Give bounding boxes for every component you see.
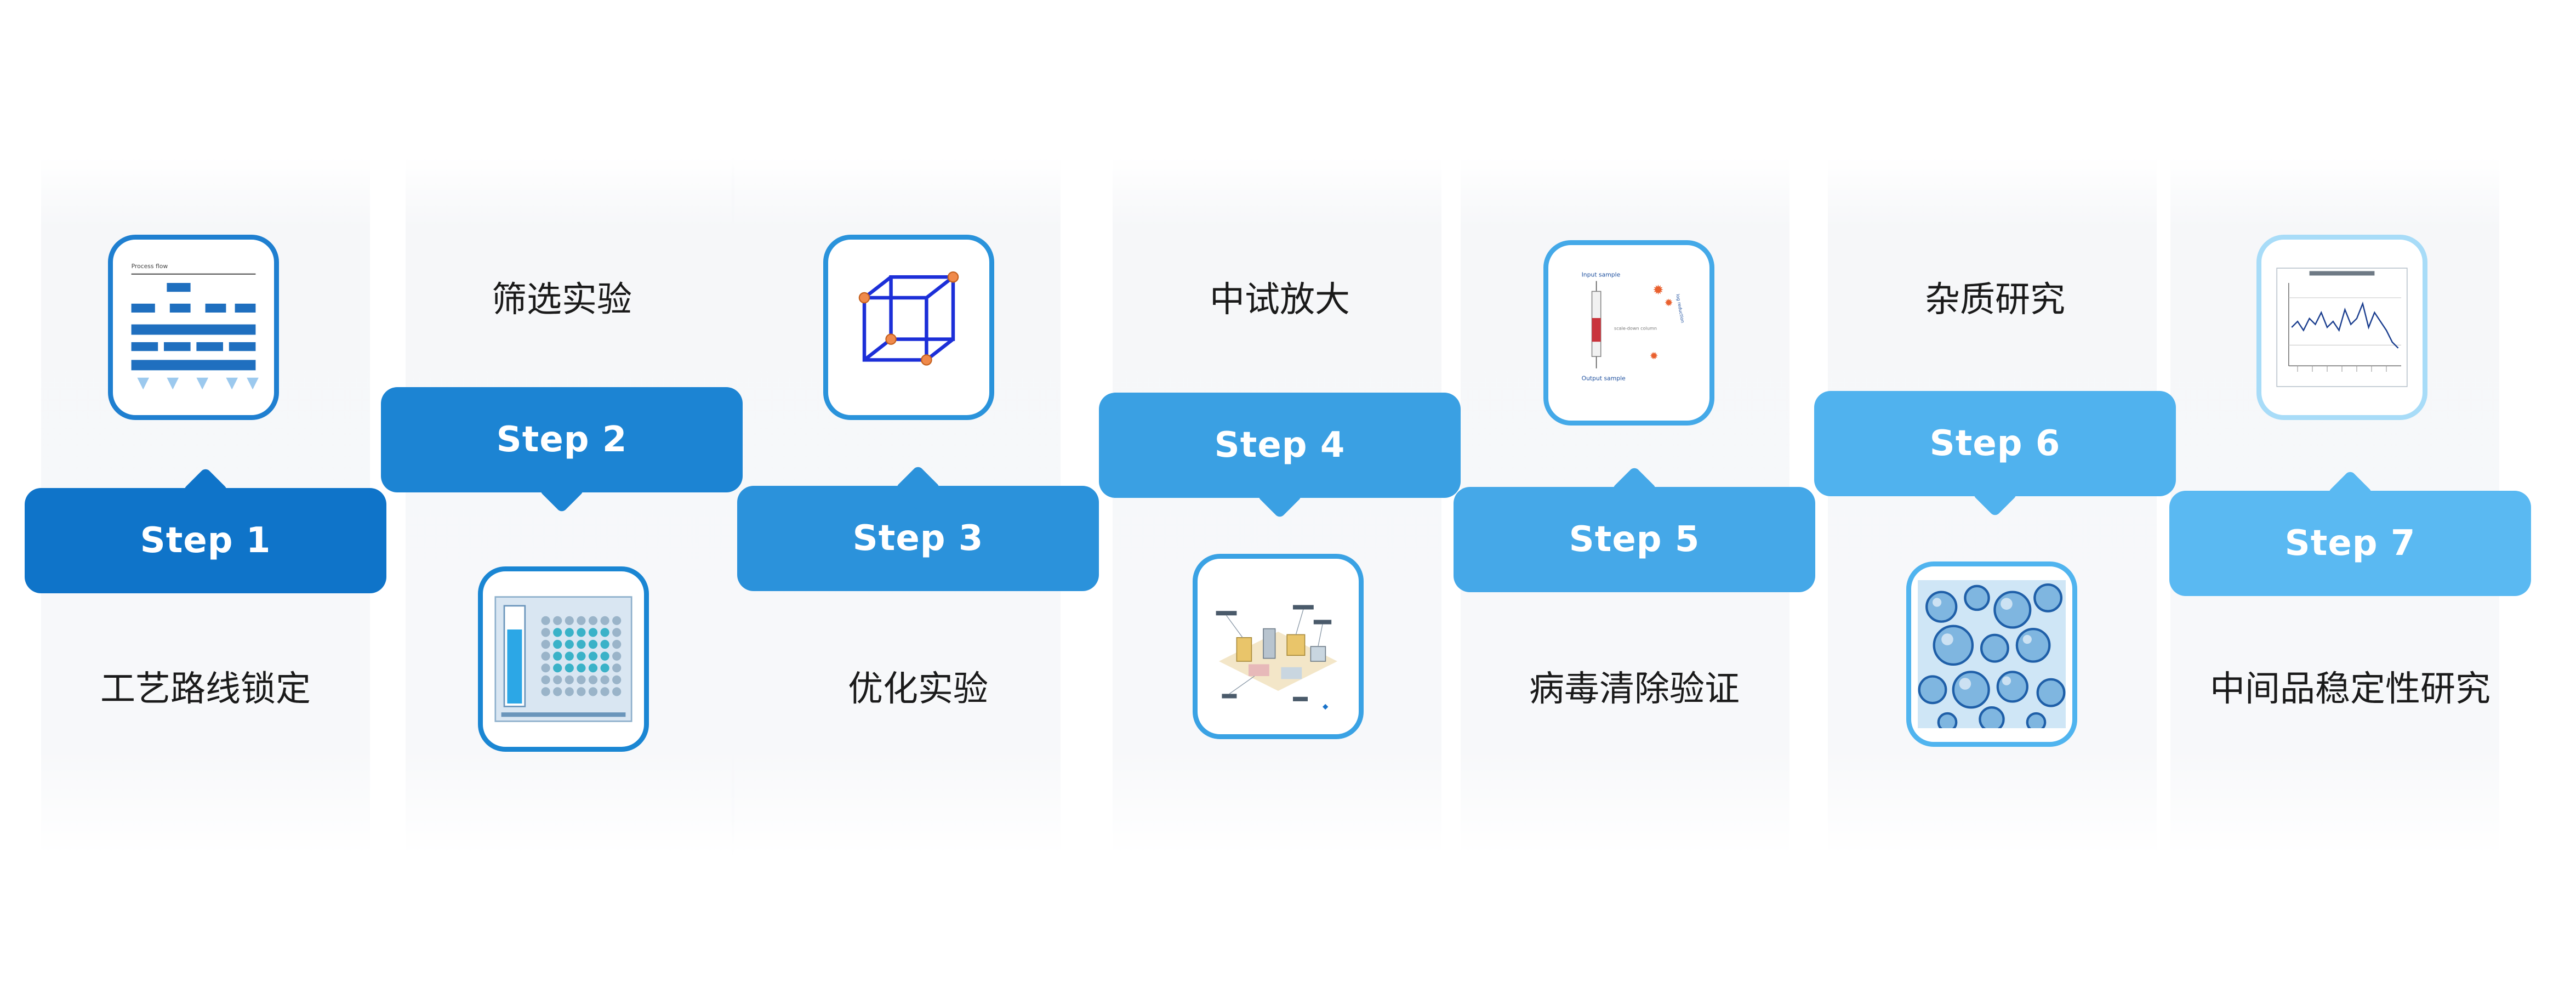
cube-design-icon: [858, 271, 959, 366]
step-7-label: Step 7: [2284, 523, 2416, 564]
step-6-title: 杂质研究: [1925, 280, 2065, 320]
step-4-banner: Step 4: [1099, 393, 1461, 519]
svg-text:✹: ✹: [1650, 350, 1659, 362]
step-2-label: Step 2: [496, 419, 628, 460]
step-1-banner: Step 1: [25, 467, 386, 593]
step-3-image: [823, 235, 994, 420]
step-7-title: 中间品稳定性研究: [2210, 669, 2490, 710]
step-6-banner: Step 6: [1814, 391, 2176, 518]
step-7-image: [2256, 235, 2427, 420]
step-5-banner: Step 5: [1454, 466, 1815, 592]
plate-screen-icon: [494, 596, 632, 722]
step5-scale-text: scale-down column: [1614, 326, 1657, 331]
step5-input-text: Input sample: [1582, 271, 1621, 278]
step-6-label: Step 6: [1929, 423, 2061, 464]
process-flow-icon: Process flow: [131, 263, 259, 390]
step-3-title: 优化实验: [848, 669, 988, 710]
step1-header-text: Process flow: [132, 263, 168, 270]
step-2-image: [478, 566, 649, 752]
step-5-image: Input sample Output sample scale-down co…: [1543, 240, 1714, 426]
svg-text:✹: ✹: [1665, 297, 1673, 309]
step-2-banner: Step 2: [381, 387, 743, 514]
virus-clearance-icon: Input sample Output sample scale-down co…: [1582, 271, 1686, 382]
stability-chart-icon: [2276, 268, 2408, 387]
step-4-image: ◆: [1193, 554, 1364, 739]
step5-output-text: Output sample: [1582, 375, 1626, 382]
step-5-title: 病毒清除验证: [1529, 669, 1740, 710]
step-1-label: Step 1: [140, 520, 271, 561]
step-5-label: Step 5: [1569, 519, 1700, 560]
pilot-plant-icon: ◆: [1216, 605, 1337, 711]
impurity-icon: [1918, 580, 2066, 728]
step-3-label: Step 3: [852, 518, 984, 559]
step-7-banner: Step 7: [2169, 469, 2531, 596]
step5-log-text: log reduction: [1675, 293, 1685, 323]
step-3-banner: Step 3: [737, 464, 1099, 591]
step-2-title: 筛选实验: [492, 280, 632, 320]
step-1-image: Process flow: [108, 235, 279, 420]
step-1-title: 工艺路线锁定: [100, 669, 311, 710]
step-4-title: 中试放大: [1210, 280, 1350, 320]
svg-text:✹: ✹: [1652, 282, 1663, 298]
step-4-label: Step 4: [1214, 425, 1346, 466]
svg-text:◆: ◆: [1323, 702, 1329, 711]
step-6-image: [1906, 561, 2077, 747]
